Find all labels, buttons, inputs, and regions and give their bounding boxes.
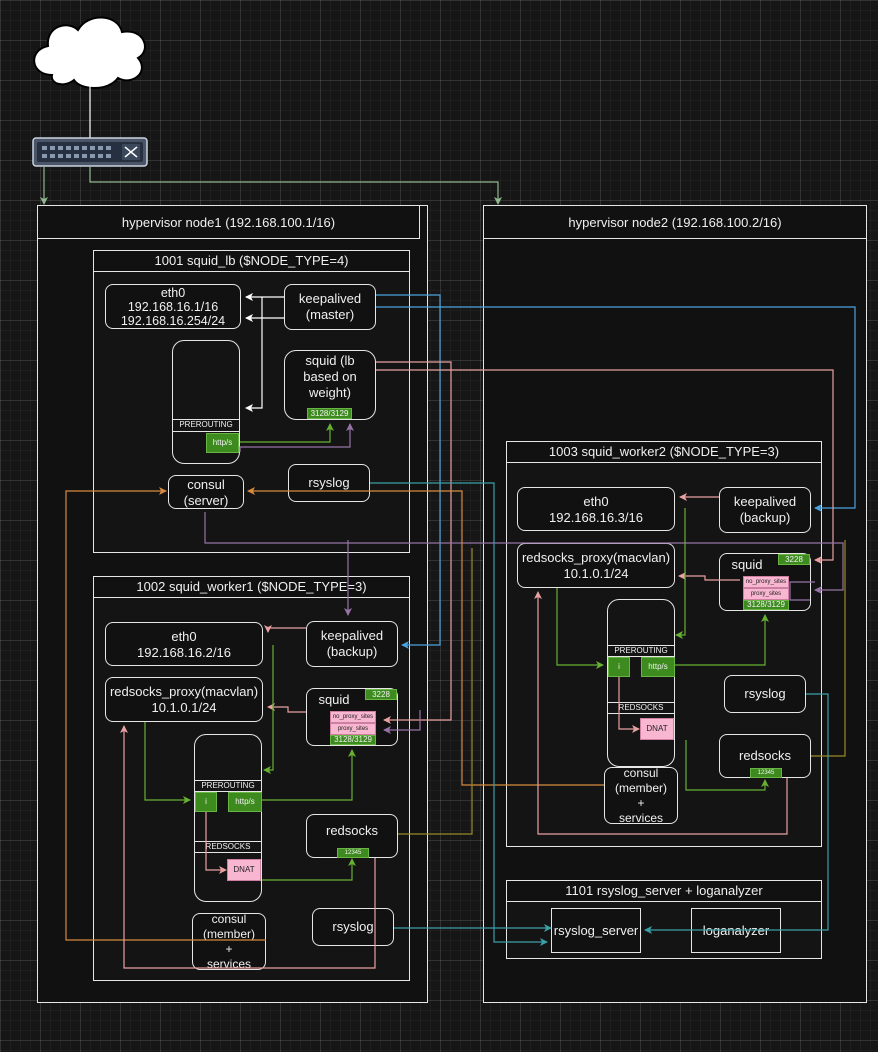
worker1-https-rule: http/s [228,792,262,812]
worker2-keepalived-label: keepalived (backup) [733,494,797,525]
worker1-redsocks-label: redsocks [325,823,379,838]
node1-title: hypervisor node1 (192.168.100.1/16) [121,215,336,230]
rsyslog-server-label: rsyslog_server [553,923,639,938]
worker1-redsocks-proxy-label: redsocks_proxy(macvlan) 10.1.0.1/24 [109,684,259,715]
worker1-squid[interactable]: squid 3228 no_proxy_sites proxy_sites 31… [306,688,398,746]
squid-lb-consul[interactable]: consul (server) [168,475,244,509]
worker1-no-proxy-acl: no_proxy_sites [330,711,376,723]
node1-title-bar: hypervisor node1 (192.168.100.1/16) [37,205,420,239]
worker1-proxy-acl: proxy_sites [330,723,376,735]
worker1-keepalived[interactable]: keepalived (backup) [306,621,398,667]
worker2-rsyslog-label: rsyslog [744,686,786,701]
rsyslog-server-box[interactable]: rsyslog_server [551,908,641,953]
worker2-prerouting-chain: PREROUTING [608,645,674,657]
worker2-redsocks-label: redsocks [738,748,792,763]
worker2-port-3228: 3228 [778,554,810,565]
network-switch-icon [32,137,148,167]
worker1-keepalived-label: keepalived (backup) [320,628,384,659]
worker2-squid-label: squid [731,557,763,572]
loganalyzer-box[interactable]: loganalyzer [691,908,781,953]
syslog-title: 1101 rsyslog_server + loganalyzer [565,883,763,898]
worker2-rsyslog[interactable]: rsyslog [724,675,806,713]
worker2-title-bar: 1003 squid_worker2 ($NODE_TYPE=3) [506,441,822,463]
squid-lb-keepalived[interactable]: keepalived (master) [284,284,376,330]
worker2-proxy-acl: proxy_sites [743,588,789,600]
worker1-title-bar: 1002 squid_worker1 ($NODE_TYPE=3) [93,576,410,598]
worker2-redsocks[interactable]: redsocks 12345 [719,734,811,778]
worker2-eth0-label: eth0 192.168.16.3/16 [549,494,643,525]
squid-lb-port-badge: 3128/3129 [307,408,352,419]
squid-lb-iptables: PREROUTING http/s [172,340,240,464]
squid-lb-title-bar: 1001 squid_lb ($NODE_TYPE=4) [93,250,410,272]
worker2-title: 1003 squid_worker2 ($NODE_TYPE=3) [548,444,780,459]
worker2-redsocks-proxy-label: redsocks_proxy(macvlan) 10.1.0.1/24 [521,550,671,581]
squid-lb-consul-label: consul (server) [183,477,229,508]
worker1-port-badge: 3128/3129 [330,735,376,745]
worker2-no-proxy-acl: no_proxy_sites [743,576,789,588]
worker2-keepalived[interactable]: keepalived (backup) [719,487,811,533]
squid-lb-squid-label: squid (lb based on weight) [303,353,357,400]
worker2-iptables: PREROUTING i http/s REDSOCKS DNAT [607,599,675,767]
link-switch-node2 [89,166,502,205]
worker2-consul-label: consul (member) + services [614,766,667,825]
worker1-squid-label: squid [318,692,350,707]
cloud-icon [33,16,146,89]
worker1-rsyslog-label: rsyslog [332,919,374,934]
squid-lb-keepalived-label: keepalived (master) [298,291,362,322]
worker2-port-badge: 3128/3129 [743,600,789,610]
worker2-eth0: eth0 192.168.16.3/16 [517,487,675,531]
squid-lb-prerouting-chain: PREROUTING [173,419,239,432]
worker1-redsocks[interactable]: redsocks 12345 [306,814,398,858]
worker2-dnat-rule: DNAT [640,718,674,740]
squid-lb-squid[interactable]: squid (lb based on weight) 3128/3129 [284,350,376,420]
squid-lb-eth0: eth0 192.168.16.1/16 192.168.16.254/24 [105,284,241,329]
worker1-eth0-label: eth0 192.168.16.2/16 [137,629,231,660]
worker1-consul[interactable]: consul (member) + services [192,912,266,971]
squid-lb-title: 1001 squid_lb ($NODE_TYPE=4) [154,253,349,268]
worker1-redsocks-chain: REDSOCKS [195,841,261,853]
worker1-consul-label: consul (member) + services [202,912,255,971]
worker1-redsocks-proxy: redsocks_proxy(macvlan) 10.1.0.1/24 [105,677,263,722]
worker2-consul[interactable]: consul (member) + services [604,766,678,825]
squid-lb-rsyslog[interactable]: rsyslog [288,464,370,502]
worker1-title: 1002 squid_worker1 ($NODE_TYPE=3) [136,579,367,594]
worker2-redsocks-chain: REDSOCKS [608,702,674,714]
worker2-redsocks-proxy: redsocks_proxy(macvlan) 10.1.0.1/24 [517,543,675,588]
worker2-redsocks-port: 12345 [750,768,782,778]
worker1-rsyslog[interactable]: rsyslog [312,908,394,946]
worker1-port-3228: 3228 [365,689,397,700]
worker1-redsocks-port: 12345 [337,848,369,858]
worker2-https-rule: http/s [641,657,675,677]
syslog-title-bar: 1101 rsyslog_server + loganalyzer [506,880,822,902]
worker1-iptables: PREROUTING i http/s REDSOCKS DNAT [194,734,262,902]
worker2-squid[interactable]: squid 3228 no_proxy_sites proxy_sites 31… [719,553,811,611]
worker1-prerouting-chain: PREROUTING [195,780,261,792]
node2-title: hypervisor node2 (192.168.100.2/16) [568,215,782,230]
squid-lb-rsyslog-label: rsyslog [308,475,350,490]
loganalyzer-label: loganalyzer [702,923,770,938]
squid-lb-https-rule: http/s [206,433,239,453]
worker1-i-rule: i [195,792,217,812]
worker1-eth0: eth0 192.168.16.2/16 [105,622,263,666]
worker1-dnat-rule: DNAT [227,859,261,881]
worker2-i-rule: i [608,657,630,677]
node2-title-bar: hypervisor node2 (192.168.100.2/16) [483,205,867,239]
squid-lb-eth0-label: eth0 192.168.16.1/16 192.168.16.254/24 [120,286,226,328]
